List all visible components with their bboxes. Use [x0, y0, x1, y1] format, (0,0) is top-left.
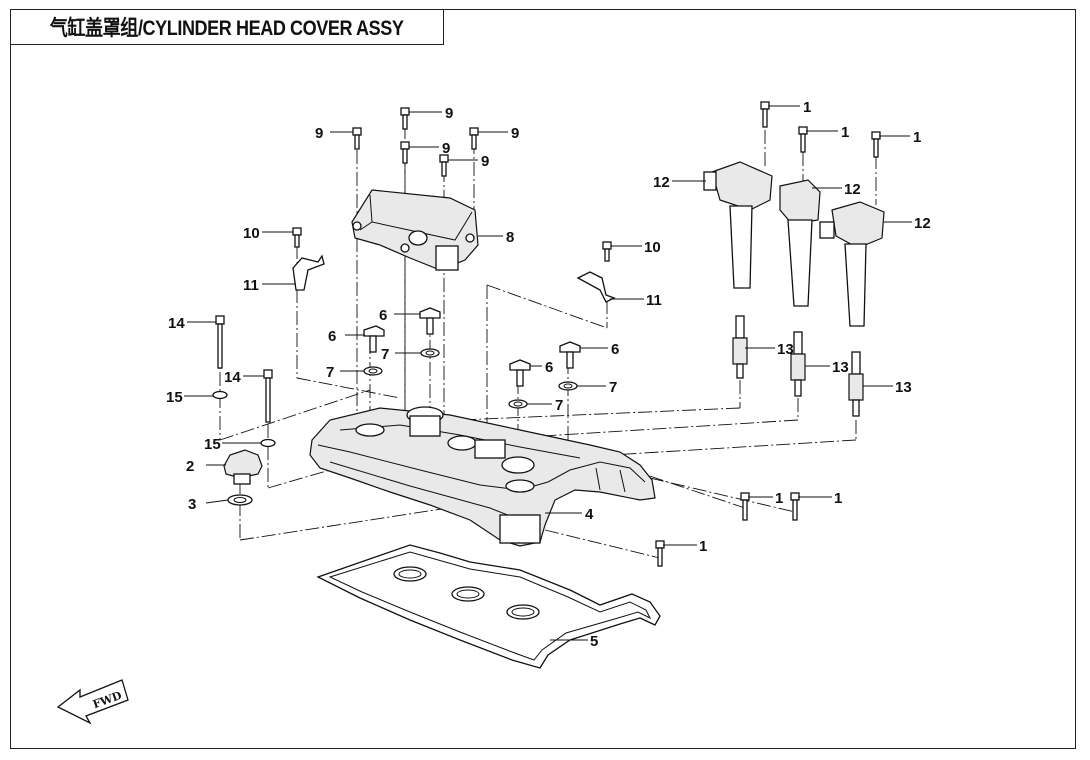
- callout-12: 12: [653, 174, 670, 191]
- ignition-coils: [703, 161, 885, 327]
- brackets: [292, 254, 616, 303]
- drawing-frame: [10, 9, 1076, 749]
- callouts: 1 1 1 1 1 1 2 3 4 5 6 6 6 6 7 7 7 7 8 9 …: [166, 99, 931, 650]
- callout-1: 1: [834, 490, 842, 507]
- callout-10: 10: [243, 225, 260, 242]
- callout-15: 15: [204, 436, 221, 453]
- callout-13: 13: [777, 341, 794, 358]
- callout-9: 9: [445, 105, 453, 122]
- callout-1: 1: [775, 490, 783, 507]
- spark-plugs: [732, 315, 864, 417]
- cover-gasket: [316, 544, 661, 669]
- callout-8: 8: [506, 229, 514, 246]
- oil-filler-cap: [223, 449, 263, 485]
- callout-9: 9: [511, 125, 519, 142]
- callout-6: 6: [611, 341, 619, 358]
- callout-3: 3: [188, 496, 196, 513]
- fwd-arrow: FWD: [56, 679, 129, 725]
- o-ring-washer: [227, 494, 253, 506]
- callout-11: 11: [646, 292, 662, 309]
- callout-7: 7: [609, 379, 617, 396]
- callout-6: 6: [379, 307, 387, 324]
- callout-1: 1: [841, 124, 849, 141]
- callout-7: 7: [555, 397, 563, 414]
- callout-7: 7: [326, 364, 334, 381]
- flange-bolts: [363, 307, 581, 387]
- callout-15: 15: [166, 389, 183, 406]
- callout-14: 14: [224, 369, 241, 386]
- callout-7: 7: [381, 346, 389, 363]
- callout-6: 6: [328, 328, 336, 345]
- small-bolts: [292, 107, 612, 262]
- callout-9: 9: [481, 153, 489, 170]
- callout-1: 1: [913, 129, 921, 146]
- cylinder-head-cover: [309, 406, 656, 547]
- title-box: 气缸盖罩组/CYLINDER HEAD COVER ASSY: [10, 9, 444, 45]
- callout-10: 10: [644, 239, 661, 256]
- callout-9: 9: [315, 125, 323, 142]
- callout-14: 14: [168, 315, 185, 332]
- callout-11: 11: [243, 277, 259, 294]
- callout-13: 13: [895, 379, 912, 396]
- callout-6: 6: [545, 359, 553, 376]
- coil-bolts: [655, 101, 881, 567]
- callout-4: 4: [585, 506, 594, 523]
- callout-1: 1: [803, 99, 811, 116]
- callout-13: 13: [832, 359, 849, 376]
- callout-5: 5: [590, 633, 598, 650]
- callout-1: 1: [699, 538, 707, 555]
- seal-washers: [363, 348, 578, 409]
- callout-2: 2: [186, 458, 194, 475]
- callout-9: 9: [442, 140, 450, 157]
- callout-12: 12: [914, 215, 931, 232]
- leader-lines: [184, 105, 912, 641]
- long-bolts: [215, 315, 273, 423]
- breather-housing: [351, 189, 479, 271]
- callout-12: 12: [844, 181, 861, 198]
- diagram-title: 气缸盖罩组/CYLINDER HEAD COVER ASSY: [49, 16, 404, 40]
